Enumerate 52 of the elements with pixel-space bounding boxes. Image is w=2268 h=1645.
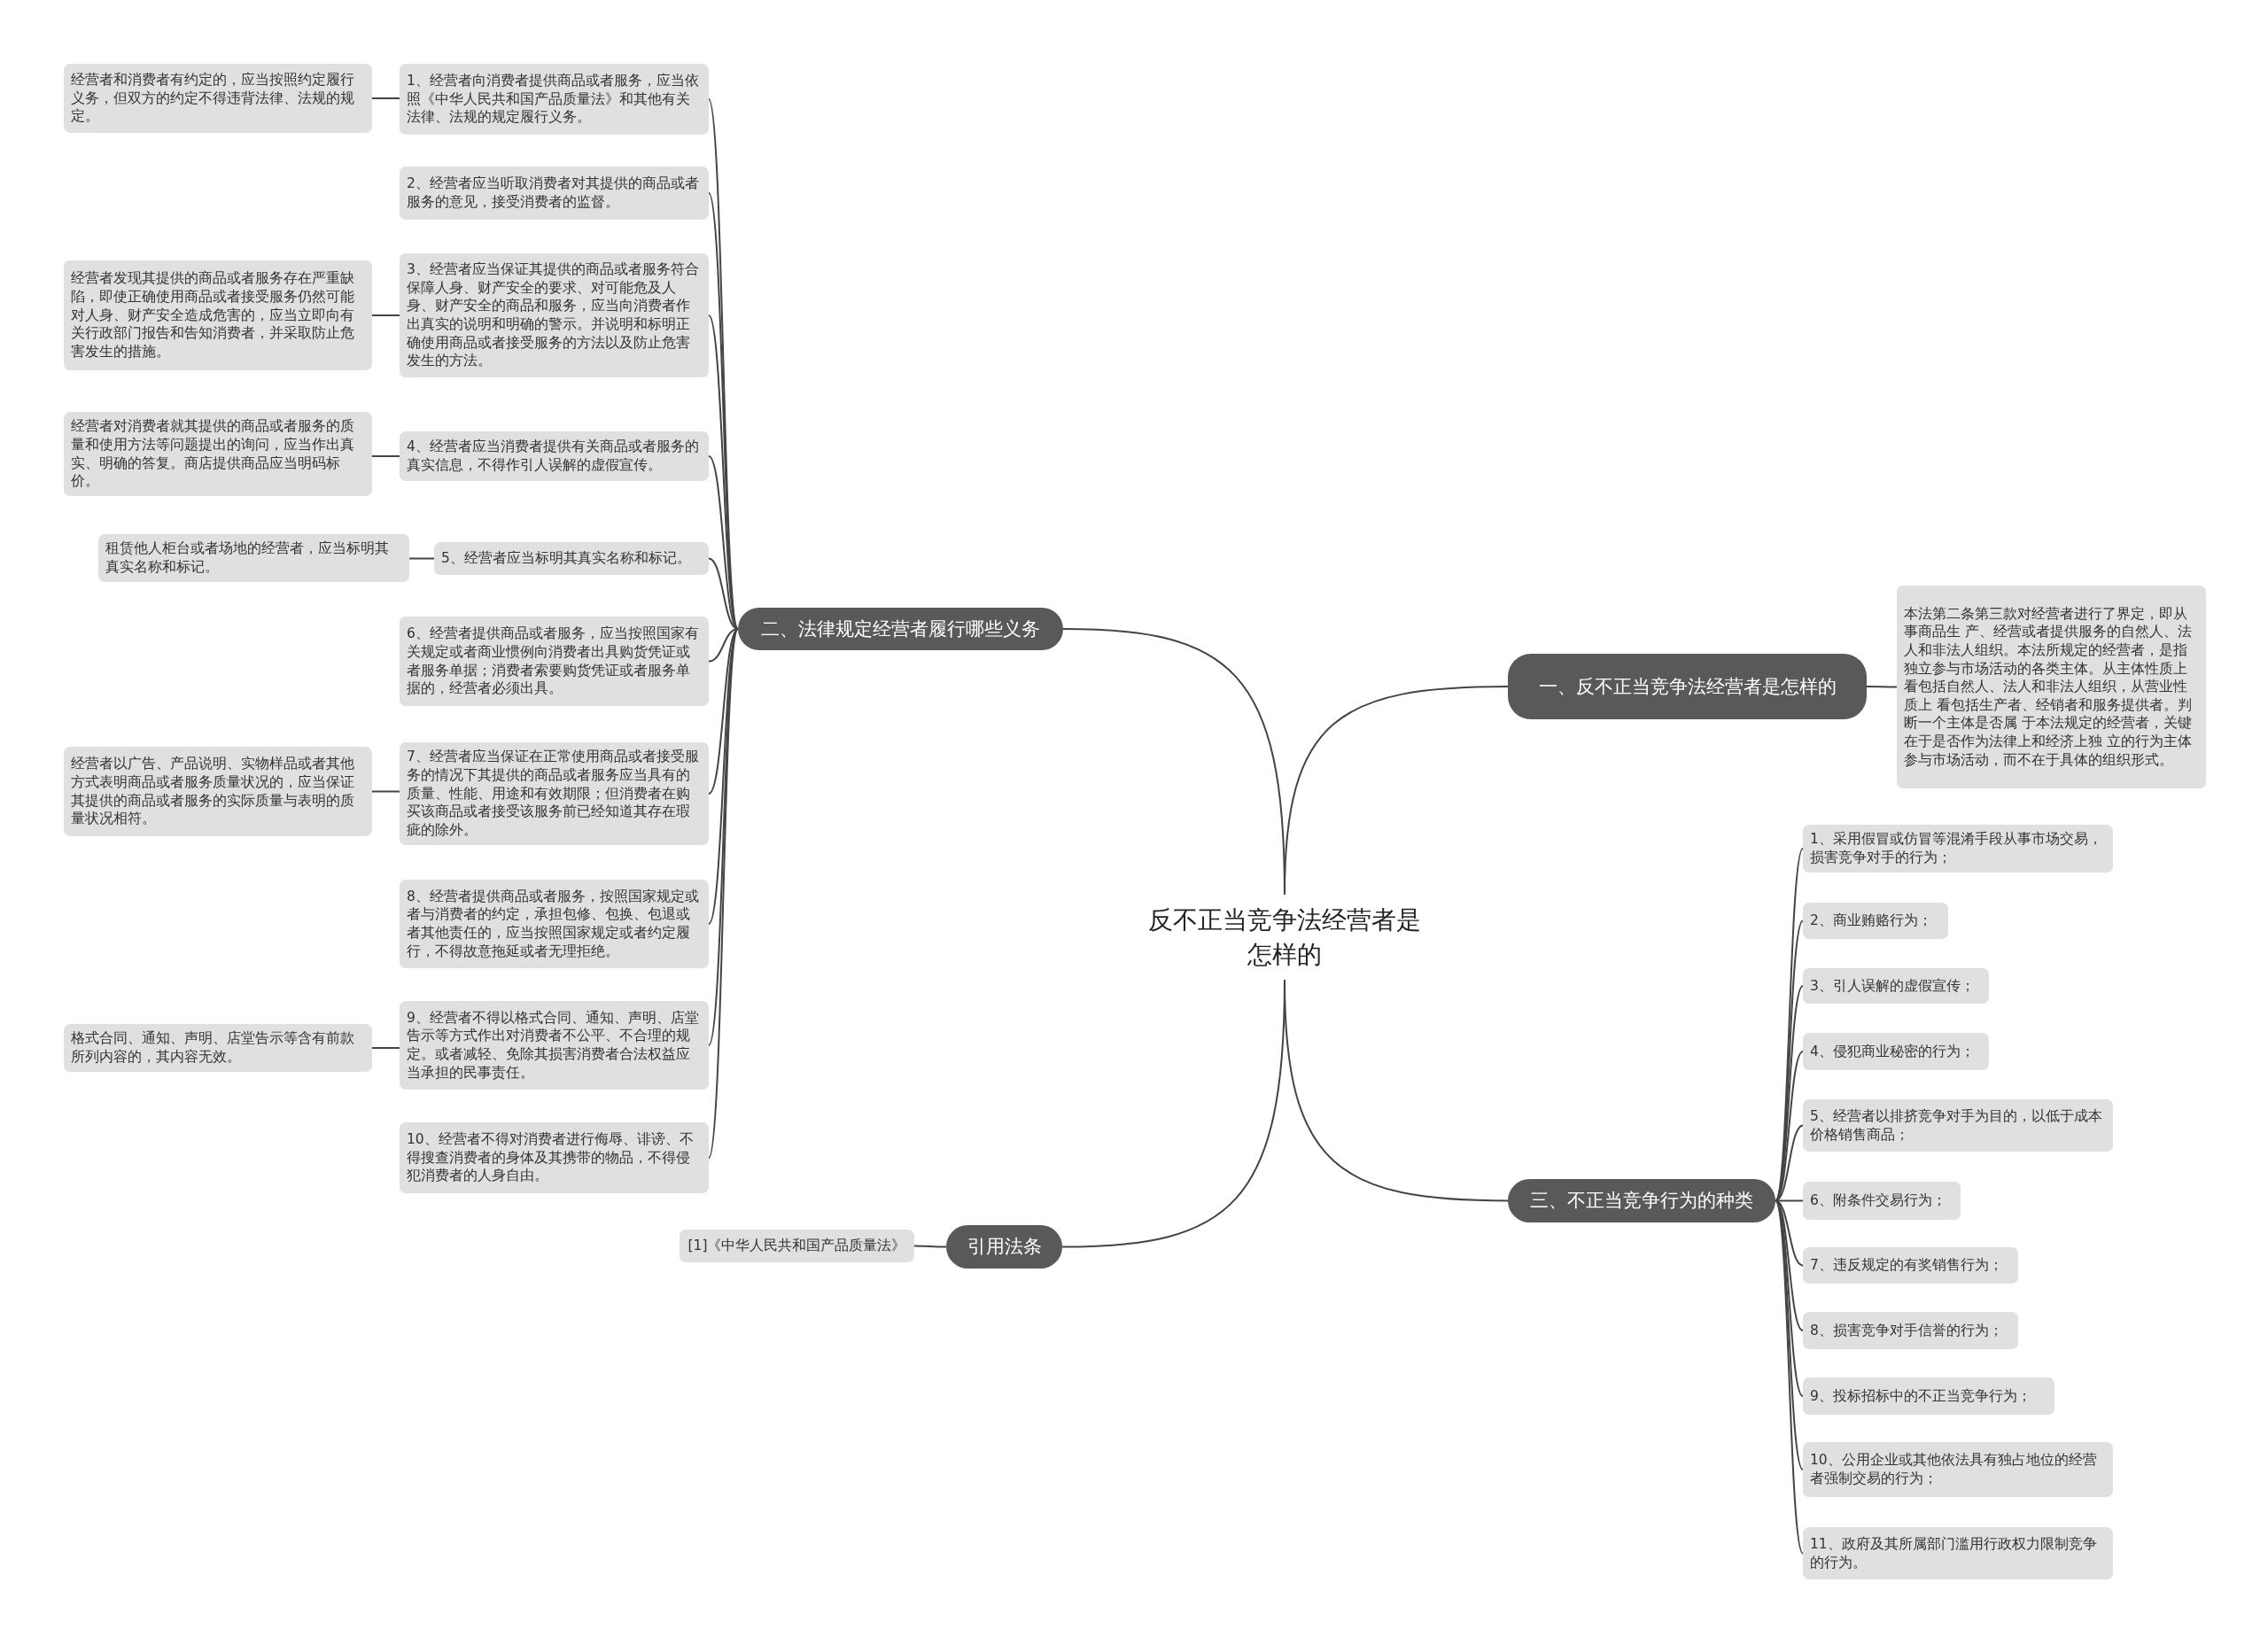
text-box: 9、投标招标中的不正当竞争行为；	[1803, 1377, 2054, 1415]
connector-line	[371, 97, 400, 99]
connector-line	[1866, 686, 1898, 688]
connector-line	[708, 628, 739, 1159]
text-box: 5、经营者应当标明其真实名称和标记。	[434, 542, 709, 575]
text-box: 1、经营者向消费者提供商品或者服务，应当依照《中华人民共和国产品质量法》和其他有关法律、法规的规定履行义务。	[400, 64, 709, 135]
connector-line	[708, 628, 739, 925]
text-box: 经营者对消费者就其提供的商品或者服务的质量和使用方法等问题提出的询问，应当作出真实、明确的答复。商店提供商品应当明码标价。	[64, 412, 372, 496]
connector-line	[913, 1245, 947, 1248]
text-box: 8、损害竞争对手信誉的行为；	[1803, 1312, 2018, 1349]
branch-topic: 一、反不正当竞争法经营者是怎样的	[1508, 654, 1867, 719]
connector-line	[708, 628, 739, 1046]
connector-line	[708, 455, 739, 630]
connector-line	[371, 790, 400, 793]
branch-topic: 三、不正当竞争行为的种类	[1508, 1179, 1775, 1222]
connector-line	[1284, 686, 1509, 896]
connector-line	[708, 557, 739, 630]
text-box: 9、经营者不得以格式合同、通知、声明、店堂告示等方式作出对消费者不公平、不合理的规定。或者减轻、免除其损害消费者合法权益应当承担的民事责任。	[400, 1001, 709, 1090]
reference-box: [1]《中华人民共和国产品质量法》	[680, 1230, 914, 1262]
connector-line	[371, 455, 400, 457]
text-box: 6、经营者提供商品或者服务，应当按照国家有关规定或者商业惯例向消费者出具购货凭证或者服务单据；消费者索要购货凭证或者服务单据的，经营者必须出具。	[400, 617, 709, 706]
connector-line	[1061, 979, 1285, 1248]
text-box: 2、经营者应当听取消费者对其提供的商品或者服务的意见，接受消费者的监督。	[400, 167, 709, 220]
text-box: 经营者发现其提供的商品或者服务存在严重缺陷，即使正确使用商品或者接受服务仍然可能对人身、财产安全造成危害的，应当立即向有关行政部门报告和告知消费者，并采取防止危害发生的措施。	[64, 260, 372, 370]
connector-line	[408, 557, 435, 560]
text-box: 10、经营者不得对消费者进行侮辱、诽谤、不得搜查消费者的身体及其携带的物品，不得侵犯消费者的人身自由。	[400, 1122, 709, 1193]
branch-topic: 二、法律规定经营者履行哪些义务	[738, 608, 1063, 650]
text-box: 格式合同、通知、声明、店堂告示等含有前款所列内容的，其内容无效。	[64, 1024, 372, 1072]
connector-line	[1775, 1199, 1804, 1555]
text-box: 5、经营者以排挤竞争对手为目的，以低于成本价格销售商品；	[1803, 1099, 2113, 1152]
text-box: 本法第二条第三款对经营者进行了界定，即从事商品生 产、经营或者提供服务的自然人、法人和非法人组织。本法所规定的经营者，是指独立参与市场活动的各类主体。从主体性质上看包括自然人、法人和非法人组织，从营业性质上 看包括生产者、经销者和服务提供者。判断一个主体是否属 于本法规定的经营者，关键在于是否作为法律上和经济上独 立的行为主体参与市场活动，而不在于具体的组织形式。	[1897, 586, 2206, 788]
text-box: 6、附条件交易行为；	[1803, 1182, 1961, 1220]
text-box: 7、违反规定的有奖销售行为；	[1803, 1247, 2018, 1284]
text-box: 2、商业贿赂行为；	[1803, 903, 1948, 939]
text-box: 10、公用企业或其他依法具有独占地位的经营者强制交易的行为；	[1803, 1442, 2113, 1497]
text-box: 租赁他人柜台或者场地的经营者，应当标明其真实名称和标记。	[98, 534, 409, 582]
text-box: 8、经营者提供商品或者服务，按照国家规定或者与消费者的约定，承担包修、包换、包退或者其他责任的，应当按照国家规定或者约定履行，不得故意拖延或者无理拒绝。	[400, 880, 709, 968]
connector-line	[371, 1047, 400, 1049]
text-box: 经营者和消费者有约定的，应当按照约定履行义务，但双方的约定不得违背法律、法规的规定。	[64, 64, 372, 133]
text-box: 1、采用假冒或仿冒等混淆手段从事市场交易，损害竞争对手的行为；	[1803, 825, 2113, 873]
branch-topic: 引用法条	[946, 1225, 1062, 1269]
text-box: 4、侵犯商业秘密的行为；	[1803, 1033, 1989, 1070]
central-topic: 反不正当竞争法经营者是怎样的	[1138, 895, 1431, 980]
text-box: 11、政府及其所属部门滥用行政权力限制竞争的行为。	[1803, 1527, 2113, 1579]
connector-line	[708, 628, 739, 663]
connector-line	[371, 314, 400, 316]
text-box: 7、经营者应当保证在正常使用商品或者接受服务的情况下其提供的商品或者服务应当具有的质量、性能、用途和有效期限；但消费者在购买该商品或者接受该服务前已经知道其存在瑕疵的除外。	[400, 742, 709, 845]
text-box: 经营者以广告、产品说明、实物样品或者其他方式表明商品或者服务质量状况的，应当保证其提供的商品或者服务的实际质量与表明的质量状况相符。	[64, 747, 372, 836]
text-box: 4、经营者应当消费者提供有关商品或者服务的真实信息，不得作引人误解的虚假宣传。	[400, 431, 709, 481]
text-box: 3、引人误解的虚假宣传；	[1803, 968, 1989, 1004]
text-box: 3、经营者应当保证其提供的商品或者服务符合保障人身、财产安全的要求、对可能危及人身、财产安全的商品和服务，应当向消费者作出真实的说明和明确的警示。并说明和标明正确使用商品或者接受服务的方法以及防止危害发生的方法。	[400, 253, 709, 377]
connector-line	[708, 628, 739, 795]
